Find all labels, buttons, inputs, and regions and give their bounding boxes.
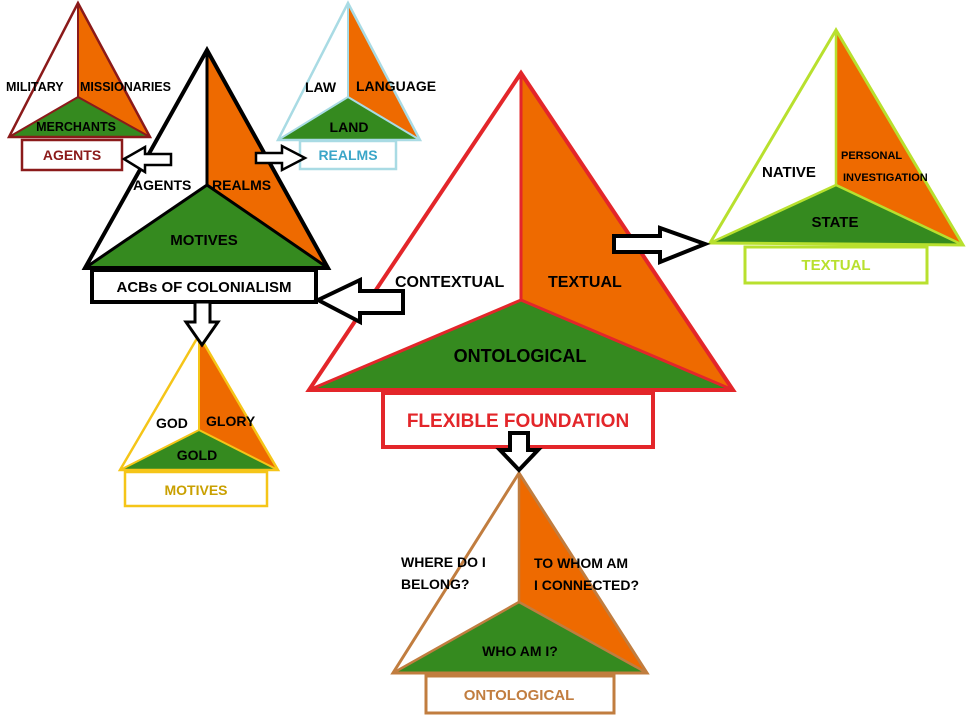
acbs-bottom-text: MOTIVES [170, 232, 238, 249]
arrow-to-motives [183, 300, 221, 348]
arrow-to-textual [612, 225, 711, 265]
agents-divider-l [8, 96, 79, 138]
ontological-bottom-face [393, 602, 647, 673]
ontological-label: ONTOLOGICAL [464, 687, 575, 704]
realms-triangle: LAW LANGUAGE LAND REALMS [275, 0, 436, 171]
motives-triangle: GOD GLORY GOLD MOTIVES [117, 332, 281, 508]
foundation-triangle: CONTEXTUAL TEXTUAL ONTOLOGICAL FLEXIBLE … [305, 69, 737, 449]
arrow-to-acbs [313, 276, 405, 326]
textual-divider-r [835, 183, 964, 247]
textual-divider-l [709, 183, 837, 245]
foundation-right-text: TEXTUAL [548, 274, 622, 291]
foundation-left-text: CONTEXTUAL [395, 274, 505, 291]
acbs-bottom-face [85, 185, 328, 268]
ontological-label-box [424, 674, 616, 715]
motives-left-text: GOD [156, 415, 188, 431]
realms-divider-l [277, 96, 349, 141]
textual-right-text-1: PERSONAL [841, 150, 902, 162]
textual-label: TEXTUAL [801, 257, 870, 274]
ontological-bottom-text: WHO AM I? [482, 643, 558, 659]
ontological-divider-r [518, 600, 648, 675]
textual-bottom-text: STATE [812, 214, 859, 231]
agents-bottom-text: MERCHANTS [36, 120, 116, 134]
motives-right-text: GLORY [206, 413, 256, 429]
motives-divider-r [198, 429, 279, 471]
motives-outline [117, 332, 281, 472]
ontological-right-text-1: TO WHOM AM [534, 555, 628, 571]
motives-bottom-face [120, 430, 278, 470]
agents-right-text: MISSIONARIES [80, 80, 171, 94]
agents-outline [6, 0, 153, 139]
realms-bottom-face [278, 97, 420, 140]
foundation-outline [305, 69, 737, 392]
textual-triangle: NATIVE PERSONAL INVESTIGATION STATE TEXT… [707, 27, 966, 285]
textual-right-text-2: INVESTIGATION [843, 172, 928, 184]
realms-right-text: LANGUAGE [356, 78, 436, 94]
motives-label: MOTIVES [164, 482, 227, 498]
ontological-left-text-2: BELONG? [401, 576, 469, 592]
acbs-divider-r [206, 183, 329, 270]
arrow-to-realms [254, 143, 308, 173]
motives-divider-l [119, 429, 200, 471]
acbs-divider-l [84, 183, 208, 270]
agents-left-text: MILITARY [6, 80, 64, 94]
acbs-label: ACBs OF COLONIALISM [117, 279, 292, 296]
arrow-to-agents [121, 144, 173, 175]
foundation-divider-r [520, 298, 734, 392]
textual-outline [707, 27, 966, 247]
foundation-label: FLEXIBLE FOUNDATION [407, 411, 629, 432]
foundation-bottom-face [309, 300, 733, 390]
ontological-left-text-1: WHERE DO I [401, 554, 486, 570]
agents-label: AGENTS [43, 147, 101, 163]
realms-bottom-text: LAND [330, 119, 369, 135]
textual-label-box [743, 245, 929, 285]
realms-divider-r [347, 96, 421, 141]
ontological-triangle: WHERE DO I BELONG? TO WHOM AM I CONNECTE… [390, 470, 650, 715]
realms-label-box [298, 139, 398, 171]
acbs-right-text: REALMS [212, 177, 271, 193]
motives-label-box [123, 470, 269, 508]
acbs-left-text: AGENTS [133, 177, 191, 193]
realms-left-text: LAW [305, 79, 337, 95]
textual-bottom-face [710, 185, 963, 245]
ontological-divider-l [392, 600, 520, 675]
arrow-to-ontological [495, 431, 543, 473]
realms-label: REALMS [318, 147, 377, 163]
foundation-bottom-text: ONTOLOGICAL [454, 346, 587, 366]
textual-left-text: NATIVE [762, 164, 816, 181]
ontological-right-text-2: I CONNECTED? [534, 577, 639, 593]
agents-divider-r [77, 96, 151, 138]
motives-bottom-text: GOLD [177, 447, 217, 463]
agents-triangle: MILITARY MISSIONARIES MERCHANTS AGENTS [6, 0, 171, 172]
foundation-divider-l [308, 298, 522, 392]
agents-bottom-face [9, 97, 150, 137]
ontological-outline [390, 470, 650, 675]
agents-label-box [20, 138, 124, 172]
